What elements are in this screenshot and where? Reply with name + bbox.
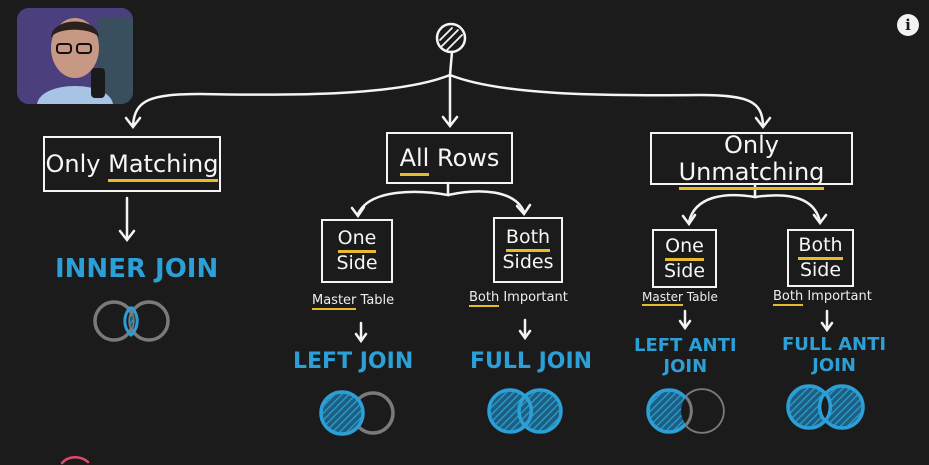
one-side-line1: One	[337, 228, 377, 253]
only-matching-plain: Only	[45, 149, 101, 178]
left-anti-join-line1: LEFT ANTI	[634, 335, 737, 356]
info-icon[interactable]: i	[897, 14, 919, 36]
unmatching-one-side-box: One Side	[652, 229, 717, 288]
note-master-table-2: Master Table	[642, 290, 718, 306]
branch-to-matching	[131, 73, 452, 127]
all-rows-both-sides-box: Both Sides	[493, 217, 563, 283]
inner-join-venn	[93, 300, 170, 342]
unm-both-side-line2: Side	[799, 259, 842, 281]
left-join-venn	[319, 390, 395, 436]
note-both-important-2-rest: Important	[803, 289, 872, 304]
note-both-important-1-rest: Important	[499, 290, 568, 305]
note-master-table-1-rest: Table	[356, 293, 395, 308]
presenter-avatar-icon	[17, 8, 133, 104]
only-unmatching-box: Only Unmatching	[650, 131, 853, 190]
all-rows-highlight: All	[399, 143, 430, 176]
note-master-table-1: Master Table	[312, 293, 395, 310]
note-master-table-2-u: Master	[642, 290, 683, 306]
left-anti-join-label: LEFT ANTI JOIN	[634, 335, 737, 377]
both-sides-line2: Sides	[502, 251, 554, 273]
full-anti-join-line2: JOIN	[812, 354, 856, 376]
both-sides-line1: Both	[505, 227, 551, 252]
full-join-venn	[487, 388, 563, 434]
all-rows-plain: Rows	[436, 143, 500, 172]
unmatching-split	[687, 183, 757, 224]
left-anti-join-line2: JOIN	[663, 355, 708, 377]
note-master-table-2-rest: Table	[682, 290, 718, 304]
unm-both-side-line1: Both	[798, 235, 843, 260]
left-join-label: LEFT JOIN	[293, 349, 414, 374]
one-side-line2: Side	[336, 252, 378, 274]
note-both-important-1: Both Important	[469, 290, 568, 307]
note-master-table-1-u: Master	[312, 293, 357, 310]
note-both-important-2: Both Important	[773, 289, 872, 306]
left-anti-join-venn	[646, 388, 725, 434]
note-both-important-2-u: Both	[773, 289, 804, 306]
unm-one-side-line2: Side	[663, 259, 706, 282]
only-matching-highlight: Matching	[108, 149, 219, 182]
full-anti-join-venn	[786, 384, 865, 430]
presenter-webcam	[17, 8, 133, 104]
full-anti-join-line1: FULL ANTI	[782, 334, 887, 355]
full-anti-join-label: FULL ANTI JOIN	[782, 334, 887, 376]
only-matching-box: Only Matching	[43, 136, 221, 192]
only-unmatching-plain: Only	[724, 131, 779, 160]
branch-to-unmatching	[448, 73, 765, 127]
unm-one-side-line1: One	[665, 235, 704, 261]
note-both-important-1-u: Both	[469, 290, 500, 307]
unmatching-both-side-box: Both Side	[787, 229, 854, 287]
all-rows-one-side-box: One Side	[321, 219, 393, 283]
all-rows-box: All Rows	[386, 132, 513, 184]
only-unmatching-highlight: Unmatching	[678, 157, 825, 190]
inner-join-label: INNER JOIN	[55, 254, 219, 284]
full-join-label: FULL JOIN	[470, 349, 593, 374]
root-trunk	[448, 50, 454, 77]
